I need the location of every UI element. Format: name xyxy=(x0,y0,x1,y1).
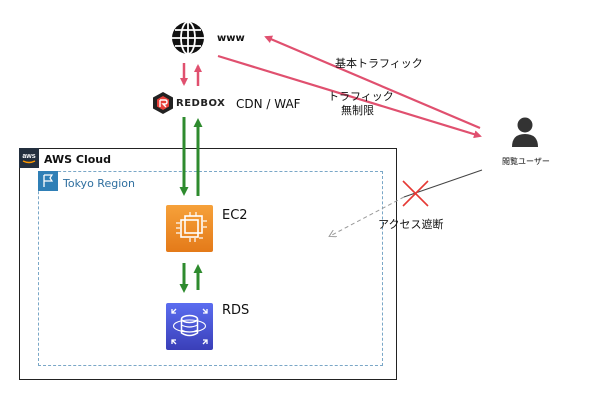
svg-text:aws: aws xyxy=(22,153,35,160)
aws-cloud-label: AWS Cloud xyxy=(44,153,112,166)
cdn-label: CDN / WAF xyxy=(236,97,301,111)
rds-label: RDS xyxy=(222,303,250,318)
person-icon xyxy=(510,116,540,148)
aws-logo-icon: aws xyxy=(19,148,39,168)
unlimited-traffic-arrow xyxy=(217,54,482,139)
rds-icon xyxy=(166,303,213,350)
unlimited-traffic-label-line2: 無制限 xyxy=(341,104,374,117)
globe-icon xyxy=(170,20,206,56)
ec2-label: EC2 xyxy=(222,208,248,223)
basic-traffic-arrow xyxy=(264,35,481,130)
region-label: Tokyo Region xyxy=(63,177,135,190)
redbox-logo-icon xyxy=(152,91,174,115)
tokyo-region-group xyxy=(38,171,383,366)
user-label: 閲覧ユーザー xyxy=(502,157,550,166)
unlimited-traffic-label-line1: トラフィック xyxy=(328,90,394,103)
access-blocked-label: アクセス遮断 xyxy=(378,218,444,231)
x-mark-icon xyxy=(402,180,429,207)
basic-traffic-label: 基本トラフィック xyxy=(335,57,423,70)
flag-icon xyxy=(38,171,58,191)
www-label: www xyxy=(217,33,245,44)
ec2-icon xyxy=(166,205,213,252)
aws-cloud-group xyxy=(19,148,397,380)
redbox-logo-text: REDBOX xyxy=(176,98,226,109)
